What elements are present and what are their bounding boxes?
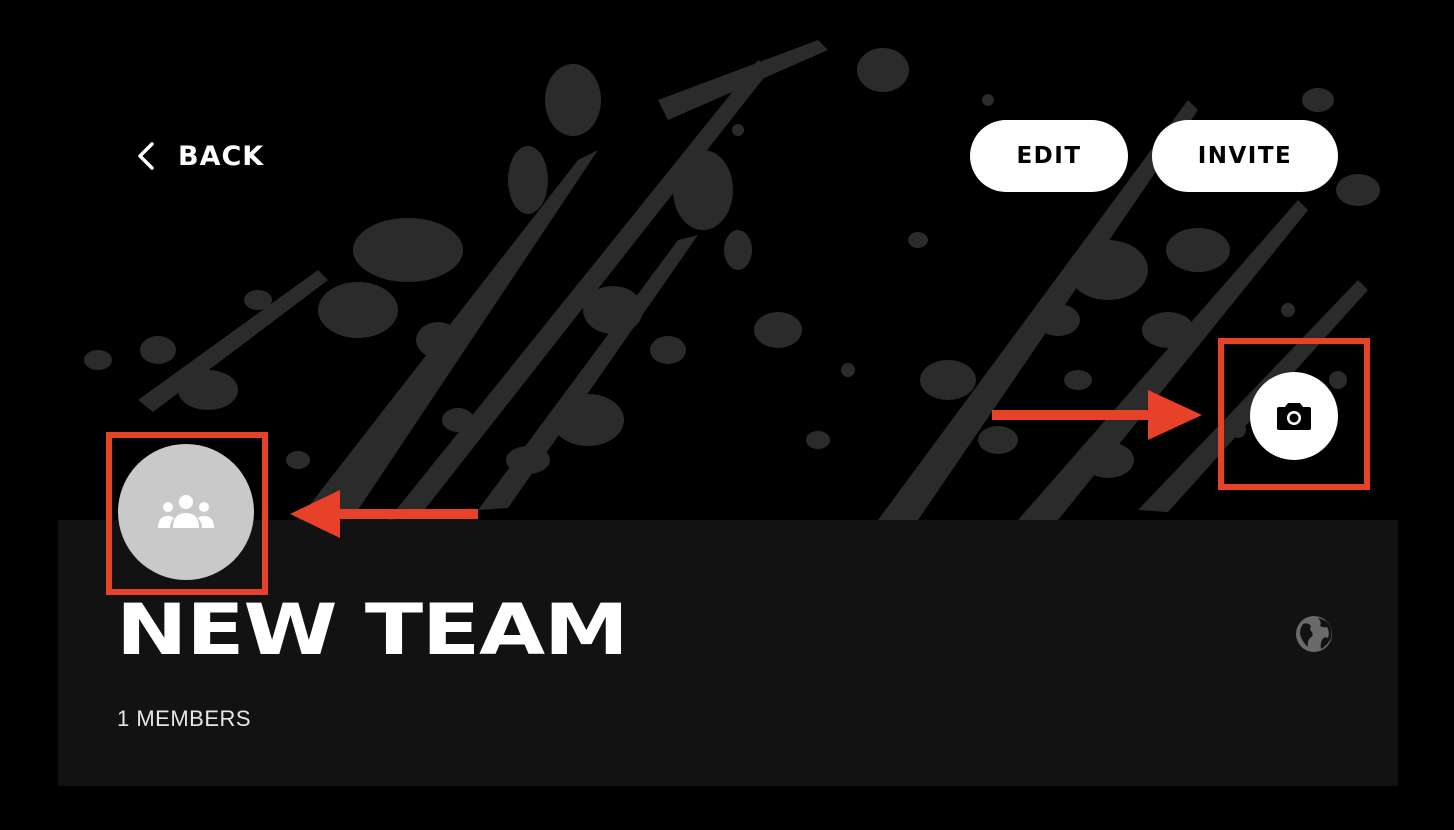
cover-image: [58, 40, 1398, 520]
arrow-right-annotation: [992, 390, 1202, 440]
globe-icon[interactable]: [1294, 614, 1334, 654]
back-button[interactable]: BACK: [136, 136, 264, 176]
member-count: 1 MEMBERS: [117, 706, 252, 731]
chevron-left-icon: [138, 142, 154, 170]
avatar-highlight-box: [106, 432, 268, 595]
edit-button[interactable]: EDIT: [970, 120, 1128, 192]
invite-button[interactable]: INVITE: [1152, 120, 1338, 192]
team-name: NEW TEAM: [116, 589, 629, 671]
camera-highlight-box: [1218, 338, 1370, 490]
camera-icon: [1277, 403, 1311, 430]
group-icon: [158, 495, 214, 528]
change-cover-button[interactable]: [1250, 372, 1338, 460]
team-info-panel: [58, 520, 1398, 786]
arrow-left-annotation: [290, 490, 478, 538]
team-avatar[interactable]: [118, 444, 254, 580]
splatter-pattern: [84, 40, 1380, 520]
back-label: BACK: [178, 140, 265, 172]
